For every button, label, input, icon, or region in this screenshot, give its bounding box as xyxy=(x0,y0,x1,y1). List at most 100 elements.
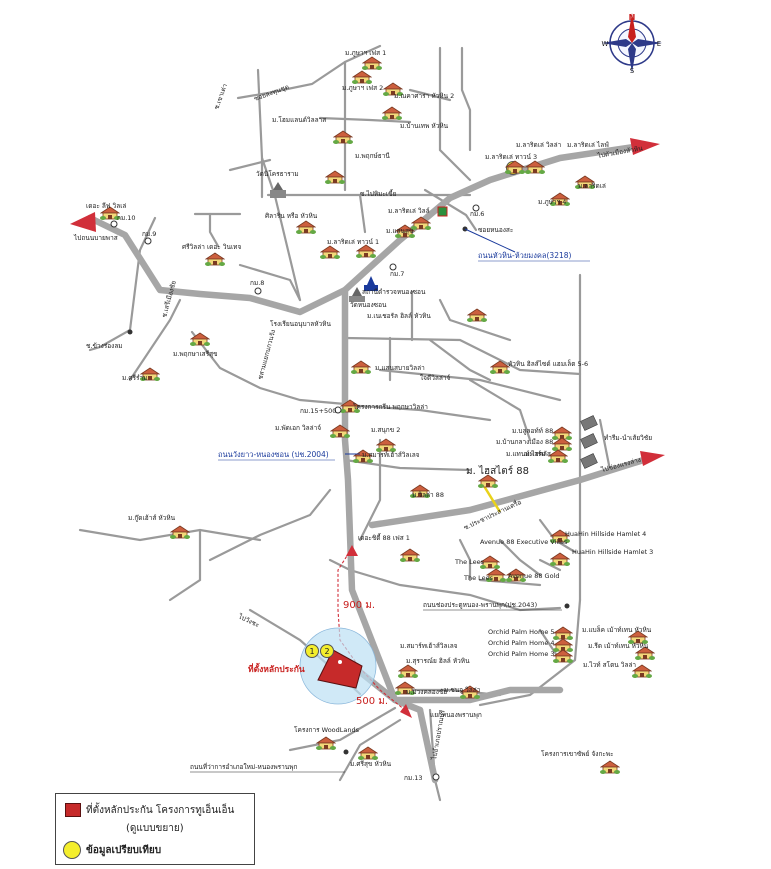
compass-e: E xyxy=(657,40,661,48)
label-wat-nongsorn: วัดหนองซอน xyxy=(350,301,387,309)
label-soi-ingudom: ซ.ไปหิมะเขี้ย xyxy=(360,189,397,198)
label-the88-phase1: เดอะชิตี้ 88 เฟส 1 xyxy=(358,533,410,542)
label-soi-ramdem: ช.เสรีเมืองชัย xyxy=(160,280,178,319)
label-m-neighbor-hill: ม.เนเชอรัล ฮิลล์ หัวหิน xyxy=(367,312,431,320)
label-m-palm-hills: ม.ไวท์ สโตน วิลล่า xyxy=(583,661,636,669)
compass-w: W xyxy=(602,40,609,48)
label-m-wangpra: ม.ม่วงคลองชัย xyxy=(406,688,447,696)
police-station-icon xyxy=(364,276,378,291)
label-m-pakaorn: ม.พัดเอก วิลล่าจ์ xyxy=(275,424,321,432)
minor-roads xyxy=(78,44,612,802)
km-8: กม.8 xyxy=(250,279,264,287)
label-huahin-hillside: หัวหิน ฮิลส์ไซด์ แฮมเล็ต 5-6 xyxy=(508,359,588,368)
distance-north: 900 ม. xyxy=(343,600,375,611)
label-m-prueksa: ม.พฤกษ์ธานี xyxy=(355,152,390,160)
label-proj-mountain: โครงการเขาซัพย์ จังกะพะ xyxy=(541,750,614,758)
label-avenue-exec: Avenue 88 Executive Villas xyxy=(480,538,568,546)
km-marker-icons xyxy=(110,204,480,781)
label-green-ville: ใจดีวิลล่าจ์ xyxy=(420,374,450,382)
distance-arrow-north xyxy=(346,545,358,556)
label-m-laguna-villa2: ม.ลาริดเล่ วิลล่า xyxy=(516,141,562,149)
label-to-khaotao: ไปช่องแรงล่าง xyxy=(599,456,641,474)
highlight-line xyxy=(482,485,502,513)
label-m-hilland: ม.โฮมแลนด์วิลลาส xyxy=(272,116,326,124)
legend: ที่ตั้งหลักประกัน โครงการทูเอ็นเอ็น (ดูแ… xyxy=(55,793,255,865)
marker-1[interactable]: 1 xyxy=(305,644,319,658)
label-m-baansuk1: ม.แบล็ค เม้าท์เทน หัวหิน xyxy=(582,625,652,634)
label-soi-nongsang: ซอยหนองสะ xyxy=(478,226,513,234)
label-m-smart-house: ม.สมาร์ทเฮ้าส์วิลเลจ xyxy=(400,642,458,650)
label-m-srisuk: ม.ศรีสุข หัวหิน xyxy=(350,760,392,768)
label-soi-changrong: ช.ข้างร่องลม xyxy=(86,342,123,350)
label-orchid5: Orchid Palm Home 5 xyxy=(488,628,555,636)
km-7: กม.7 xyxy=(390,270,404,278)
label-soi-khaotao: ช.เขาเต่า xyxy=(212,82,229,110)
label-m-proj-green: โครงการกรีน พฤกษาวิลล่า xyxy=(353,403,428,411)
compass: N S E W xyxy=(602,13,662,75)
marker-2[interactable]: 2 xyxy=(320,644,334,658)
legend-collateral-swatch xyxy=(65,803,81,817)
label-m-gudhouse: ม.กู๊ดเฮ้าส์ หัวหิน xyxy=(128,514,176,522)
label-route-2004: ถนนวังยาว-หนองซอน (ปช.2004) xyxy=(218,450,329,459)
label-m-laguna-life: ม.ลาริดเล่ ไลฟ์ xyxy=(567,141,609,149)
label-m-baansuk2: ม.รีด เม้าท์เทน หัวหิน xyxy=(588,642,649,650)
arrow-to-huahin xyxy=(630,138,660,155)
km-10: กม.10 xyxy=(117,214,136,222)
label-m-areesri: ศิลาริน หรือ หัวหิน xyxy=(265,212,318,220)
distance-route xyxy=(337,547,411,715)
km-6: กม.6 xyxy=(470,210,484,218)
label-avenue-gold: Avenue 88 Gold xyxy=(508,572,560,580)
label-the-lees-2: The Lees xyxy=(463,574,494,582)
seven-eleven-icon xyxy=(437,206,448,217)
label-main-route: ถนนหัวหิน-ห้วยมงคล(3218) xyxy=(478,251,572,260)
label-m-supasa1: ม.ภูษาฯ เฟส 1 xyxy=(345,49,386,57)
label-m-sanukkha2: ม.สนุกข 2 xyxy=(371,426,400,434)
label-m-villa88: ม.วิลล่า 88 xyxy=(412,491,444,499)
callout-lines xyxy=(345,228,516,455)
label-the-lees-1: The Lees xyxy=(454,558,485,566)
compass-s: S xyxy=(630,67,635,75)
distance-arrow-south xyxy=(400,704,412,718)
label-sri-ville: ศรีวิลล่า เดอะ วินเทจ xyxy=(182,243,241,251)
temple-icon xyxy=(270,182,286,198)
compass-n: N xyxy=(629,13,636,22)
label-m-baanthep: ม.บ้านเทพ หัวหิน xyxy=(400,122,449,130)
wat-nongsorn-icon xyxy=(349,287,365,302)
legend-comparable-swatch xyxy=(63,841,81,859)
label-m-saensabai: ม.แสนสบายวิลล่า xyxy=(375,364,425,372)
place-labels: ม.ภูษาฯ เฟส 1 ม.ภูษาฯ เฟส 2 ม.ณคาศาร่า ห… xyxy=(86,49,653,768)
building-icons xyxy=(580,415,598,469)
arrow-to-khaotao xyxy=(640,451,665,466)
label-orchid4: Orchid Palm Home 4 xyxy=(488,639,555,647)
label-m-chanjai: ม.ชนจู วิลล่า xyxy=(444,686,481,694)
label-junction: แยกหนองพรานพุก xyxy=(430,711,482,719)
label-m-lakesha2: ม.ณคาศาร่า หัวหิน 2 xyxy=(394,92,454,100)
km-13: กม.13 xyxy=(404,774,423,782)
marker-1-label: 1 xyxy=(309,647,314,656)
label-m-laguna: ม.ลาริดเล่ xyxy=(578,182,606,190)
label-m-supasa4: ม.ภูษาฯ 4 xyxy=(538,198,566,206)
km-15-500: กม.15+500 xyxy=(300,407,336,415)
label-m-hi88: ม. ไฮสไตร์ 88 xyxy=(466,465,529,477)
label-route-new: ถนนที่ว่าการอำเภอใหม่-หนองพรานพุก xyxy=(190,762,297,771)
legend-collateral-sublabel: (ดูแบบขยาย) xyxy=(126,823,184,834)
label-m-laguna-villa: ม.ลาริดเล่ วิลล์ xyxy=(388,207,430,215)
label-hh-hamlet4: HuaHin Hillside Hamlet 4 xyxy=(565,530,646,538)
label-m-pruksa-chatsuk: ม.พฤกษาเสรีสุข xyxy=(173,350,218,358)
label-hh-hamlet3: HuaHin Hillside Hamlet 3 xyxy=(572,548,653,556)
label-m-suraphon: ม.สุรารณ์ย ฮิลล์ หัวหิน xyxy=(406,657,470,665)
collateral-parcel[interactable] xyxy=(317,649,363,689)
label-m-buddy88: ม.บลูลอท์ท์ 88 xyxy=(512,427,553,435)
km-labels: กม.10 กม.9 กม.8 กม.7 กม.6 กม.15+500 กม.1… xyxy=(117,210,484,782)
label-police: สถานีตำรวจหนองซอน xyxy=(362,288,426,296)
label-m-laguna-town3: ม.ลาริดเล่ ทาวน์ 3 xyxy=(485,153,537,161)
label-m-garden-park: ทำรีม-นำเส้ยวิชัย xyxy=(604,434,652,442)
direction-arrows xyxy=(70,138,665,466)
marker-2-label: 2 xyxy=(324,647,329,656)
label-m-samutvilla: ม.สมารท์เฮ้าส์วิลเลจ xyxy=(362,451,420,459)
legend-comparable-label: ข้อมูลเปรียบเทียบ xyxy=(86,845,162,856)
label-to-bypass: ไปถนนบายพาส xyxy=(73,234,118,242)
label-m-laguna-town1: ม.ลาริดเล่ ทาวน์ 1 xyxy=(327,238,379,246)
label-orchid3: Orchid Palm Home 3 xyxy=(488,650,555,658)
